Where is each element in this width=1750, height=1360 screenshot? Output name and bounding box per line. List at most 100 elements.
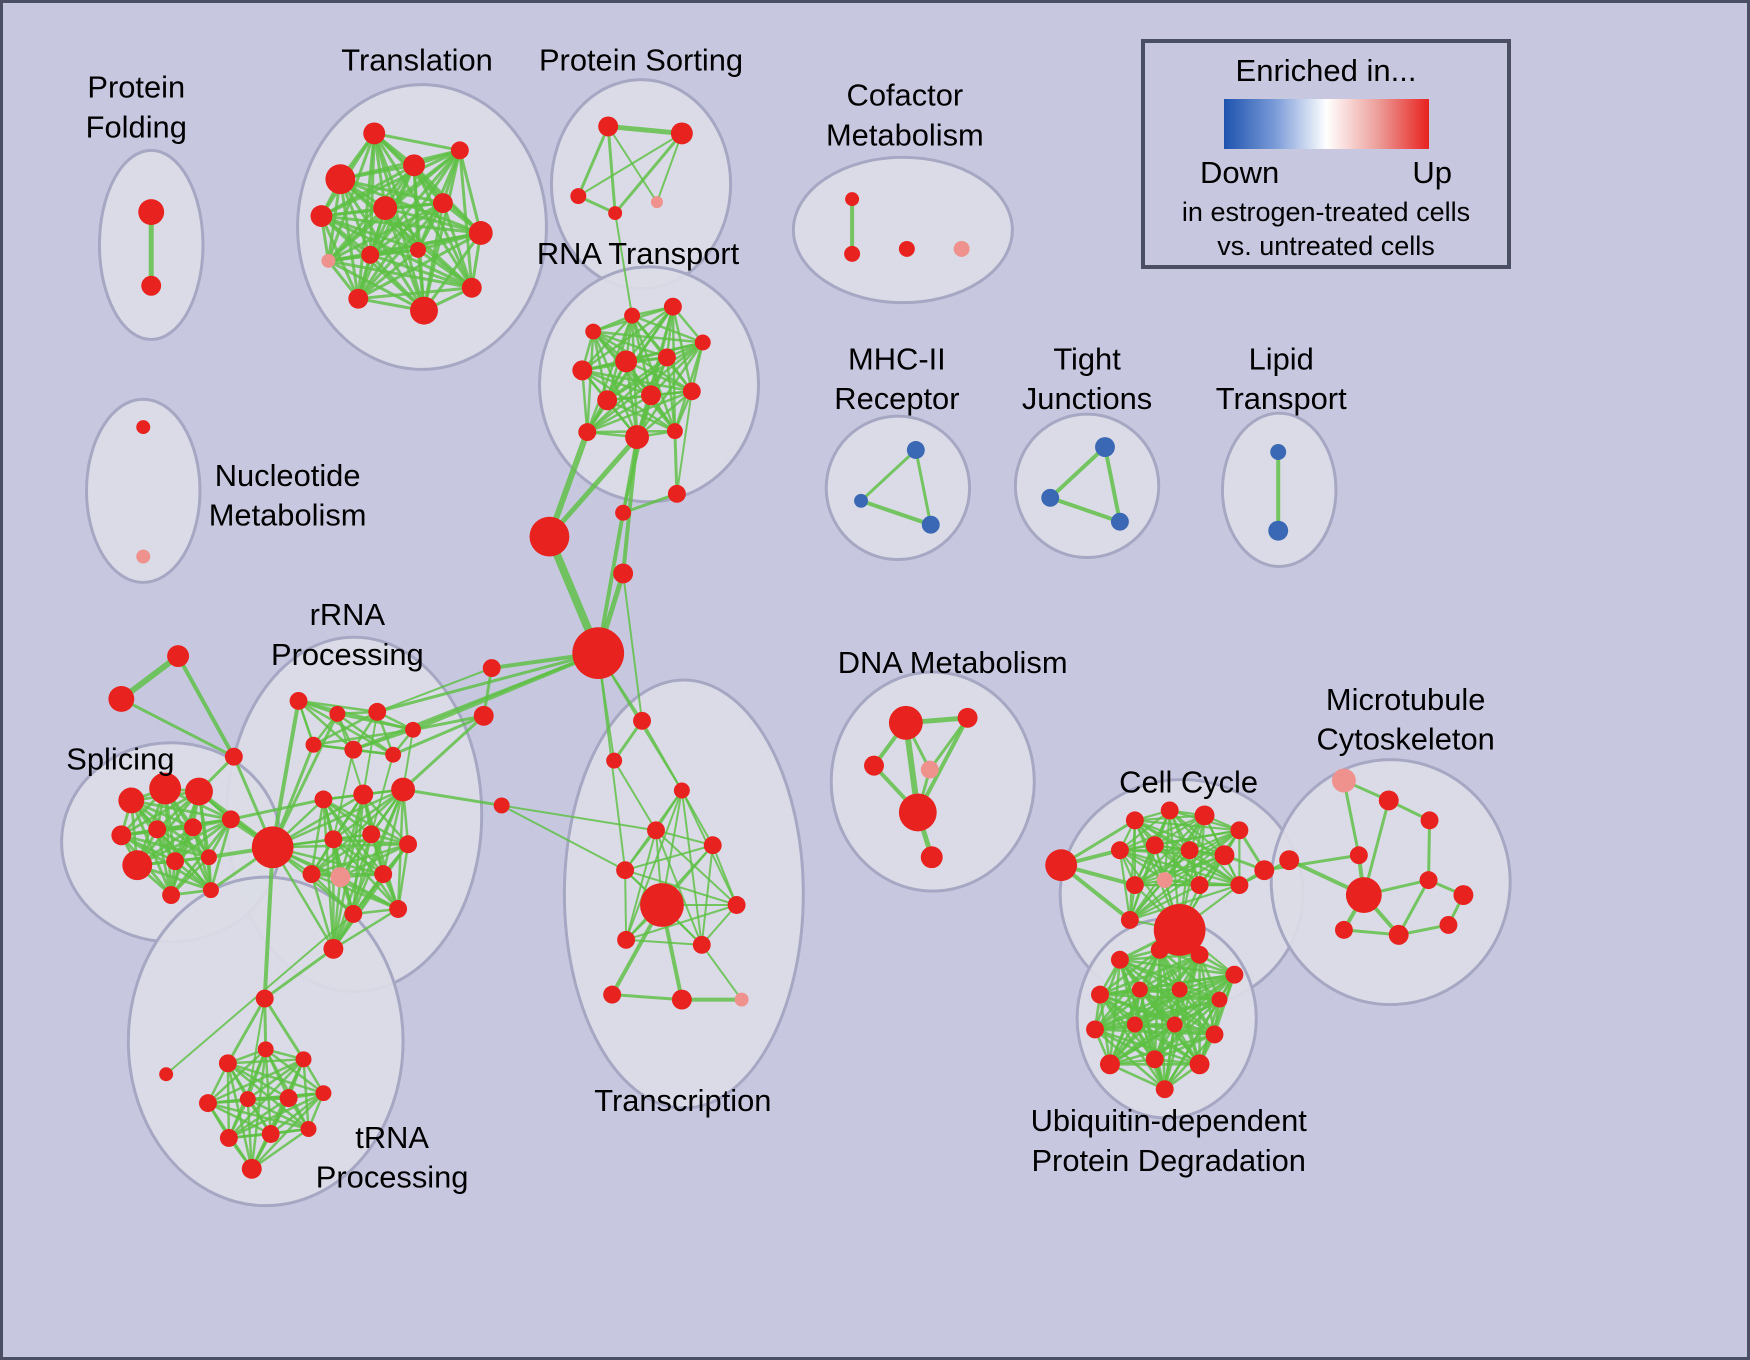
network-node[interactable] [1439,915,1458,934]
network-node[interactable] [603,985,622,1004]
network-node[interactable] [692,935,711,954]
network-node[interactable] [122,850,153,881]
network-node[interactable] [957,707,978,728]
network-node[interactable] [682,382,701,401]
network-node[interactable] [694,334,711,351]
network-node[interactable] [305,736,322,753]
network-node[interactable] [613,563,634,584]
network-node[interactable] [578,423,597,442]
network-node[interactable] [108,685,135,712]
network-node[interactable] [572,360,593,381]
network-node[interactable] [295,1051,312,1068]
network-node[interactable] [389,900,408,918]
network-node[interactable] [257,1041,274,1058]
network-node[interactable] [202,882,219,899]
network-node[interactable] [572,627,625,680]
network-node[interactable] [1190,945,1209,964]
network-node[interactable] [219,1129,238,1147]
network-node[interactable] [321,253,336,268]
network-node[interactable] [482,659,501,678]
network-node[interactable] [363,122,386,145]
network-node[interactable] [149,772,182,805]
network-node[interactable] [1378,790,1399,811]
network-node[interactable] [570,188,587,205]
network-node[interactable] [1230,821,1249,840]
network-node[interactable] [1345,877,1382,913]
network-node[interactable] [410,296,438,325]
network-node[interactable] [136,420,151,435]
network-node[interactable] [468,221,493,245]
network-node[interactable] [1190,876,1209,895]
network-node[interactable] [385,746,402,763]
network-node[interactable] [302,865,321,884]
network-node[interactable] [241,1158,262,1179]
network-node[interactable] [368,702,387,721]
network-node[interactable] [633,711,651,730]
network-node[interactable] [391,777,416,802]
network-node[interactable] [1145,1050,1164,1069]
network-node[interactable] [198,1094,217,1113]
network-node[interactable] [1349,846,1368,865]
network-node[interactable] [255,989,274,1008]
network-node[interactable] [1145,836,1164,855]
network-node[interactable] [200,849,217,866]
network-node[interactable] [845,192,860,207]
network-node[interactable] [734,992,749,1007]
network-node[interactable] [1453,885,1474,906]
network-node[interactable] [224,747,243,766]
network-node[interactable] [647,821,665,840]
network-node[interactable] [289,691,308,710]
network-node[interactable] [606,752,623,769]
network-node[interactable] [136,549,151,564]
network-node[interactable] [1211,991,1228,1008]
network-node[interactable] [1125,876,1144,895]
network-node[interactable] [598,116,619,137]
network-node[interactable] [1120,910,1139,929]
network-node[interactable] [325,164,356,195]
network-node[interactable] [1205,1025,1224,1044]
network-node[interactable] [111,825,132,846]
network-node[interactable] [1091,985,1109,1004]
network-node[interactable] [898,240,915,257]
network-node[interactable] [159,1067,174,1082]
network-node[interactable] [374,865,393,884]
network-node[interactable] [373,196,398,221]
network-node[interactable] [1270,444,1287,460]
network-node[interactable] [1156,872,1173,889]
network-node[interactable] [279,1089,298,1108]
network-node[interactable] [898,793,937,832]
network-node[interactable] [1189,1054,1210,1075]
network-node[interactable] [670,122,693,145]
network-node[interactable] [361,245,380,264]
network-node[interactable] [315,1085,332,1102]
network-node[interactable] [597,390,618,411]
network-node[interactable] [324,830,343,849]
network-node[interactable] [450,141,469,160]
network-node[interactable] [1268,520,1289,541]
network-node[interactable] [1110,512,1129,531]
network-node[interactable] [1225,965,1244,984]
network-node[interactable] [141,275,162,296]
network-node[interactable] [663,297,682,316]
network-node[interactable] [1171,981,1188,998]
network-node[interactable] [300,1121,317,1137]
network-node[interactable] [239,1091,256,1108]
network-node[interactable] [362,825,381,844]
network-node[interactable] [323,938,344,959]
network-node[interactable] [1160,801,1179,820]
network-node[interactable] [650,196,663,209]
network-node[interactable] [585,323,602,340]
network-node[interactable] [138,199,165,226]
network-node[interactable] [625,425,650,450]
network-node[interactable] [148,820,167,839]
network-node[interactable] [1166,1016,1183,1033]
network-node[interactable] [1110,841,1129,860]
network-node[interactable] [348,288,369,309]
network-node[interactable] [703,836,722,855]
network-node[interactable] [493,797,510,814]
network-node[interactable] [461,277,482,298]
network-node[interactable] [1045,849,1078,882]
network-node[interactable] [1279,850,1300,871]
network-node[interactable] [403,154,425,177]
network-node[interactable] [671,989,692,1010]
